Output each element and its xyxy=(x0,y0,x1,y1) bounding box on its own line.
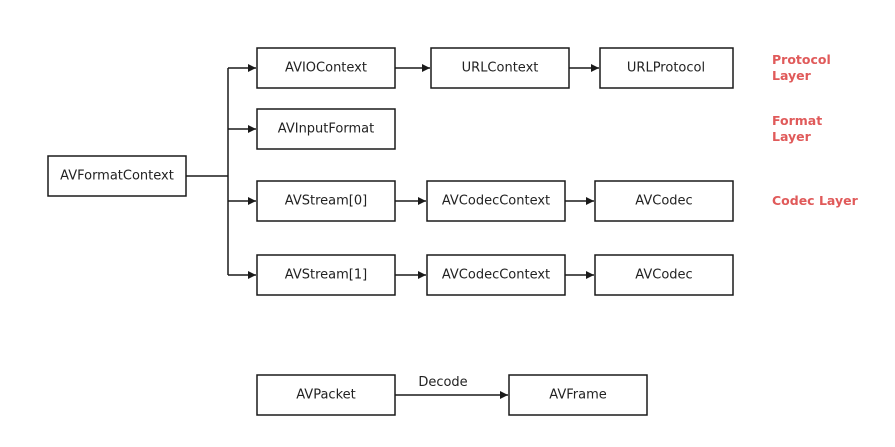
node-avcodeccontext0-label: AVCodecContext xyxy=(442,194,550,209)
protocol-layer-label-line2: Layer xyxy=(772,68,812,83)
decode-label: Decode xyxy=(418,375,467,390)
node-urlcontext-label: URLContext xyxy=(462,61,539,76)
node-avformatcontext: AVFormatContext xyxy=(47,155,187,197)
connectors: Decode xyxy=(186,64,599,399)
format-layer-label-line1: Format xyxy=(772,113,822,128)
codec-layer-label: Codec Layer xyxy=(772,193,859,208)
node-avcodec1-label: AVCodec xyxy=(635,268,692,283)
node-aviocontext: AVIOContext xyxy=(256,47,396,89)
nodes: AVFormatContext AVIOContext URLContext U… xyxy=(47,47,734,416)
node-aviocontext-label: AVIOContext xyxy=(285,61,367,76)
node-urlcontext: URLContext xyxy=(430,47,570,89)
node-avstream1-label: AVStream[1] xyxy=(285,268,367,283)
node-avcodeccontext1: AVCodecContext xyxy=(426,254,566,296)
codec-layer-label-line1: Codec Layer xyxy=(772,193,859,208)
node-avpacket: AVPacket xyxy=(256,374,396,416)
node-avcodeccontext0: AVCodecContext xyxy=(426,180,566,222)
node-avcodec0: AVCodec xyxy=(594,180,734,222)
node-avframe-label: AVFrame xyxy=(549,388,606,403)
format-layer-label: Format Layer xyxy=(772,113,827,144)
node-avstream0-label: AVStream[0] xyxy=(285,194,367,209)
node-avstream0: AVStream[0] xyxy=(256,180,396,222)
node-avcodeccontext1-label: AVCodecContext xyxy=(442,268,550,283)
node-avcodec0-label: AVCodec xyxy=(635,194,692,209)
layer-labels: Protocol Layer Format Layer Codec Layer xyxy=(772,52,859,208)
node-avstream1: AVStream[1] xyxy=(256,254,396,296)
protocol-layer-label-line1: Protocol xyxy=(772,52,831,67)
node-avcodec1: AVCodec xyxy=(594,254,734,296)
node-avpacket-label: AVPacket xyxy=(296,388,355,403)
protocol-layer-label: Protocol Layer xyxy=(772,52,835,83)
node-urlprotocol: URLProtocol xyxy=(599,47,734,89)
node-avformatcontext-label: AVFormatContext xyxy=(60,169,174,184)
format-layer-label-line2: Layer xyxy=(772,129,812,144)
node-avinputformat-label: AVInputFormat xyxy=(278,122,374,137)
node-urlprotocol-label: URLProtocol xyxy=(627,61,705,76)
node-avframe: AVFrame xyxy=(508,374,648,416)
node-avinputformat: AVInputFormat xyxy=(256,108,396,150)
